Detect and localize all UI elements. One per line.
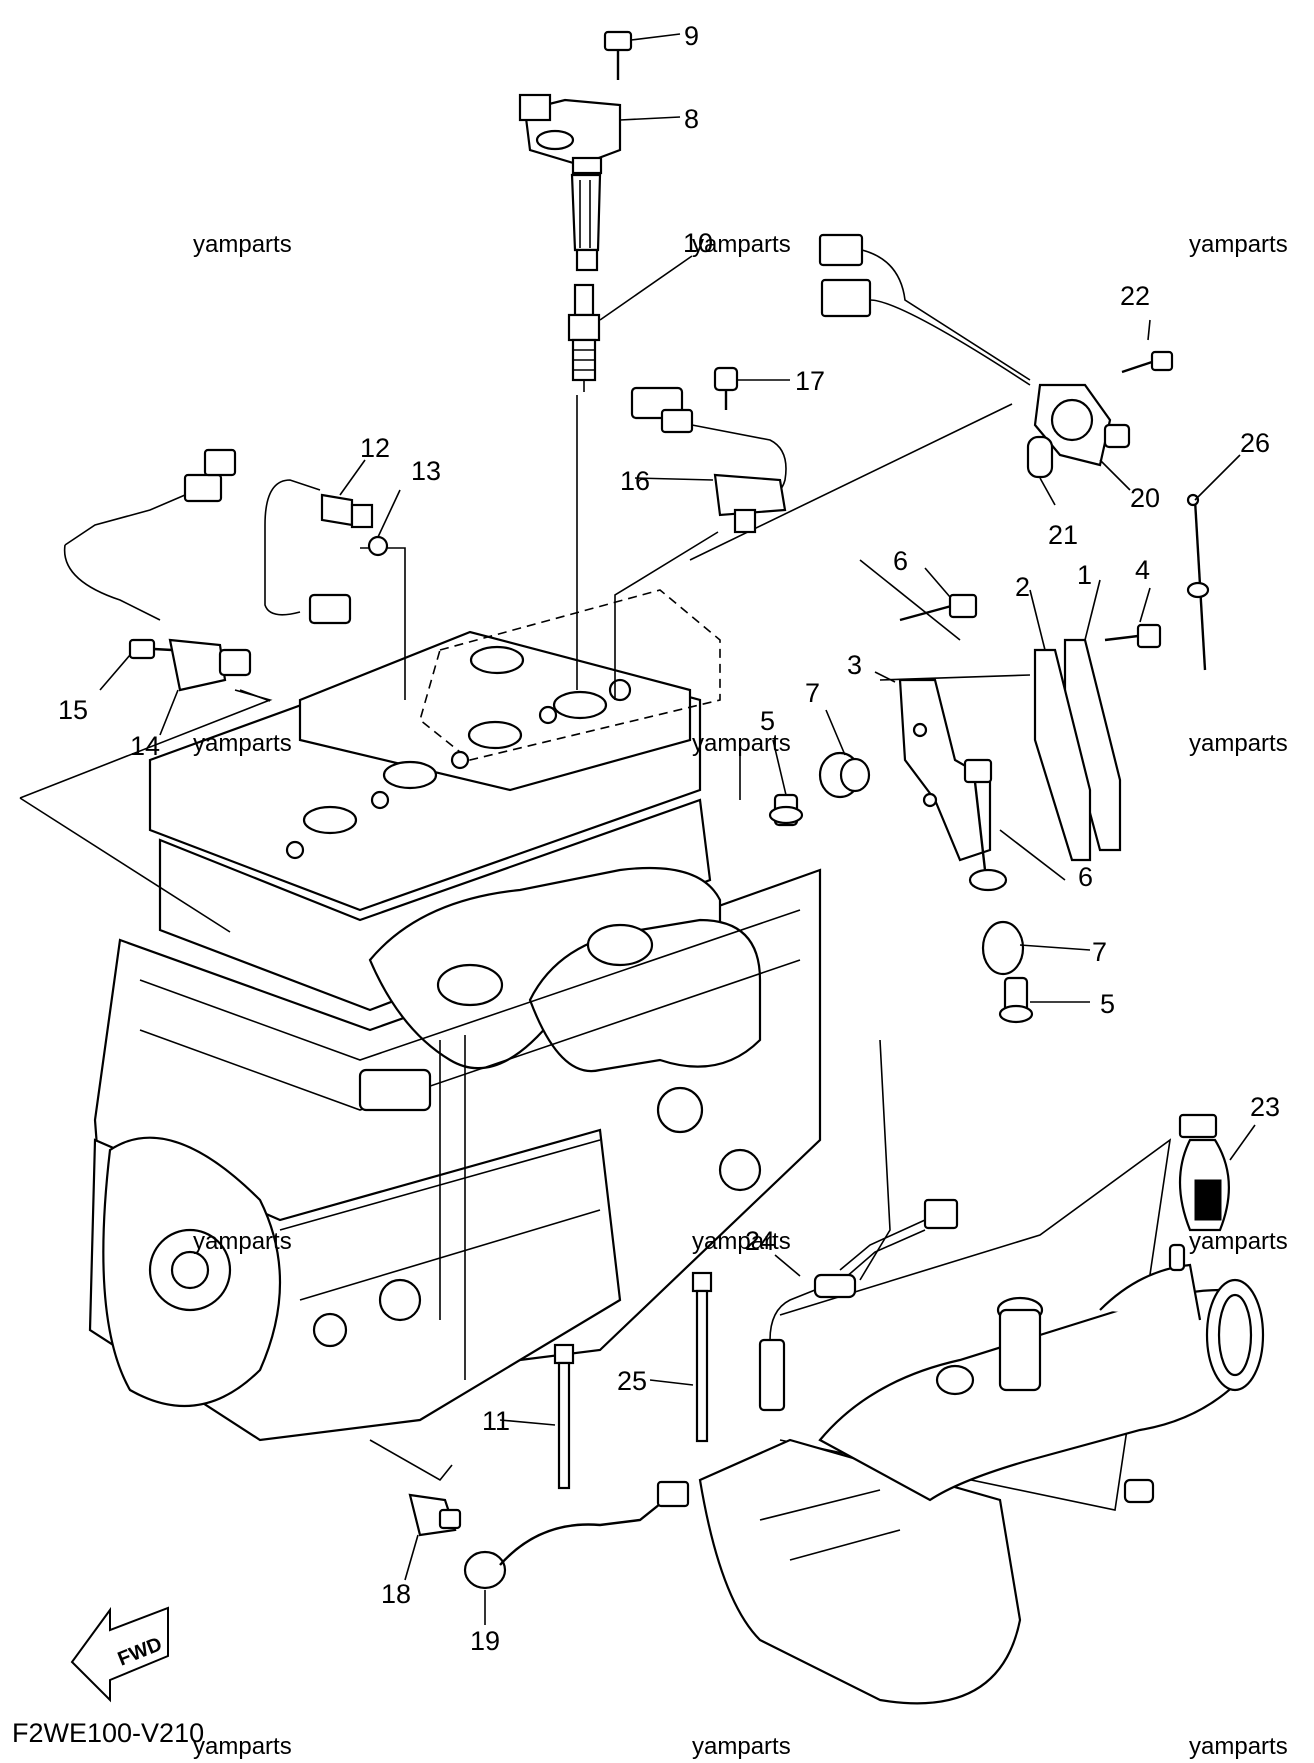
collar-5b	[998, 976, 1090, 1024]
gasket-2	[1029, 589, 1092, 862]
watermark: yamparts	[1189, 231, 1288, 258]
callout-25: 25	[617, 1366, 648, 1396]
callout-6b: 6	[1078, 862, 1094, 892]
callout-3: 3	[847, 650, 863, 680]
sensor-14	[63, 448, 252, 736]
bolt-17	[713, 366, 790, 410]
callout-22: 22	[1120, 281, 1151, 311]
watermark: yamparts	[1189, 730, 1288, 757]
ignition-coil-8	[518, 93, 681, 272]
bolt-6b	[963, 758, 1066, 892]
sensor-18	[404, 1493, 462, 1581]
diagram-code: F2WE100-V210	[12, 1718, 205, 1748]
callout-1: 1	[1077, 560, 1093, 590]
callout-17: 17	[795, 366, 826, 396]
callout-7a: 7	[805, 678, 821, 708]
callout-5b: 5	[1100, 989, 1116, 1019]
watermark: yamparts	[692, 1733, 791, 1760]
callout-10: 10	[683, 228, 714, 258]
bracket-3	[874, 671, 992, 862]
watermark: yamparts	[692, 1228, 791, 1255]
sensor-19	[463, 1480, 690, 1625]
collar-5a	[768, 739, 804, 827]
bolt-22	[1121, 319, 1174, 374]
watermark: yamparts	[692, 231, 791, 258]
callout-4: 4	[1135, 555, 1151, 585]
callout-7b: 7	[1092, 937, 1108, 967]
bolt-6a	[899, 567, 978, 622]
clip-26	[1186, 454, 1241, 671]
callout-14: 14	[130, 731, 161, 761]
watermark: yamparts	[193, 231, 292, 258]
callout-6a: 6	[893, 546, 909, 576]
callout-16: 16	[620, 466, 651, 496]
gasket-21	[1026, 435, 1056, 506]
watermark: yamparts	[193, 1733, 292, 1760]
callout-20: 20	[1130, 483, 1161, 513]
bolt-15	[99, 638, 173, 691]
callout-24: 24	[745, 1226, 776, 1256]
watermark: yamparts	[193, 1228, 292, 1255]
callout-18: 18	[381, 1579, 412, 1609]
sensor-12	[264, 459, 374, 625]
spark-plug-10	[567, 255, 693, 392]
sensor-20	[818, 233, 1131, 491]
grommet-7b	[981, 920, 1091, 976]
bolt-9	[603, 30, 681, 80]
callout-12: 12	[360, 433, 391, 463]
cable-tie-25	[649, 1271, 713, 1443]
watermark: yamparts	[1189, 1228, 1288, 1255]
cable-tie-11	[499, 1343, 575, 1490]
callout-13: 13	[411, 456, 442, 486]
exhaust-pipe	[698, 1243, 1265, 1705]
callout-9: 9	[684, 21, 700, 51]
callout-11: 11	[482, 1406, 511, 1436]
callout-8: 8	[684, 104, 700, 134]
washer-13	[367, 489, 401, 557]
watermark: yamparts	[1189, 1733, 1288, 1760]
sensor-24	[758, 1198, 959, 1412]
fwd-arrow-icon: FWD	[70, 1606, 169, 1703]
watermark: yamparts	[692, 730, 791, 757]
callout-15: 15	[58, 695, 89, 725]
callout-19: 19	[470, 1626, 501, 1656]
callout-21: 21	[1048, 520, 1079, 550]
callout-5a: 5	[760, 706, 776, 736]
callout-2: 2	[1015, 572, 1031, 602]
clamp-23	[1178, 1113, 1256, 1232]
grommet-7a	[818, 709, 871, 799]
bolt-4	[1104, 587, 1162, 649]
watermark: yamparts	[193, 730, 292, 757]
sensor-16	[630, 386, 787, 534]
callout-23: 23	[1250, 1092, 1281, 1122]
engine-block	[88, 589, 822, 1442]
callout-26: 26	[1240, 428, 1271, 458]
